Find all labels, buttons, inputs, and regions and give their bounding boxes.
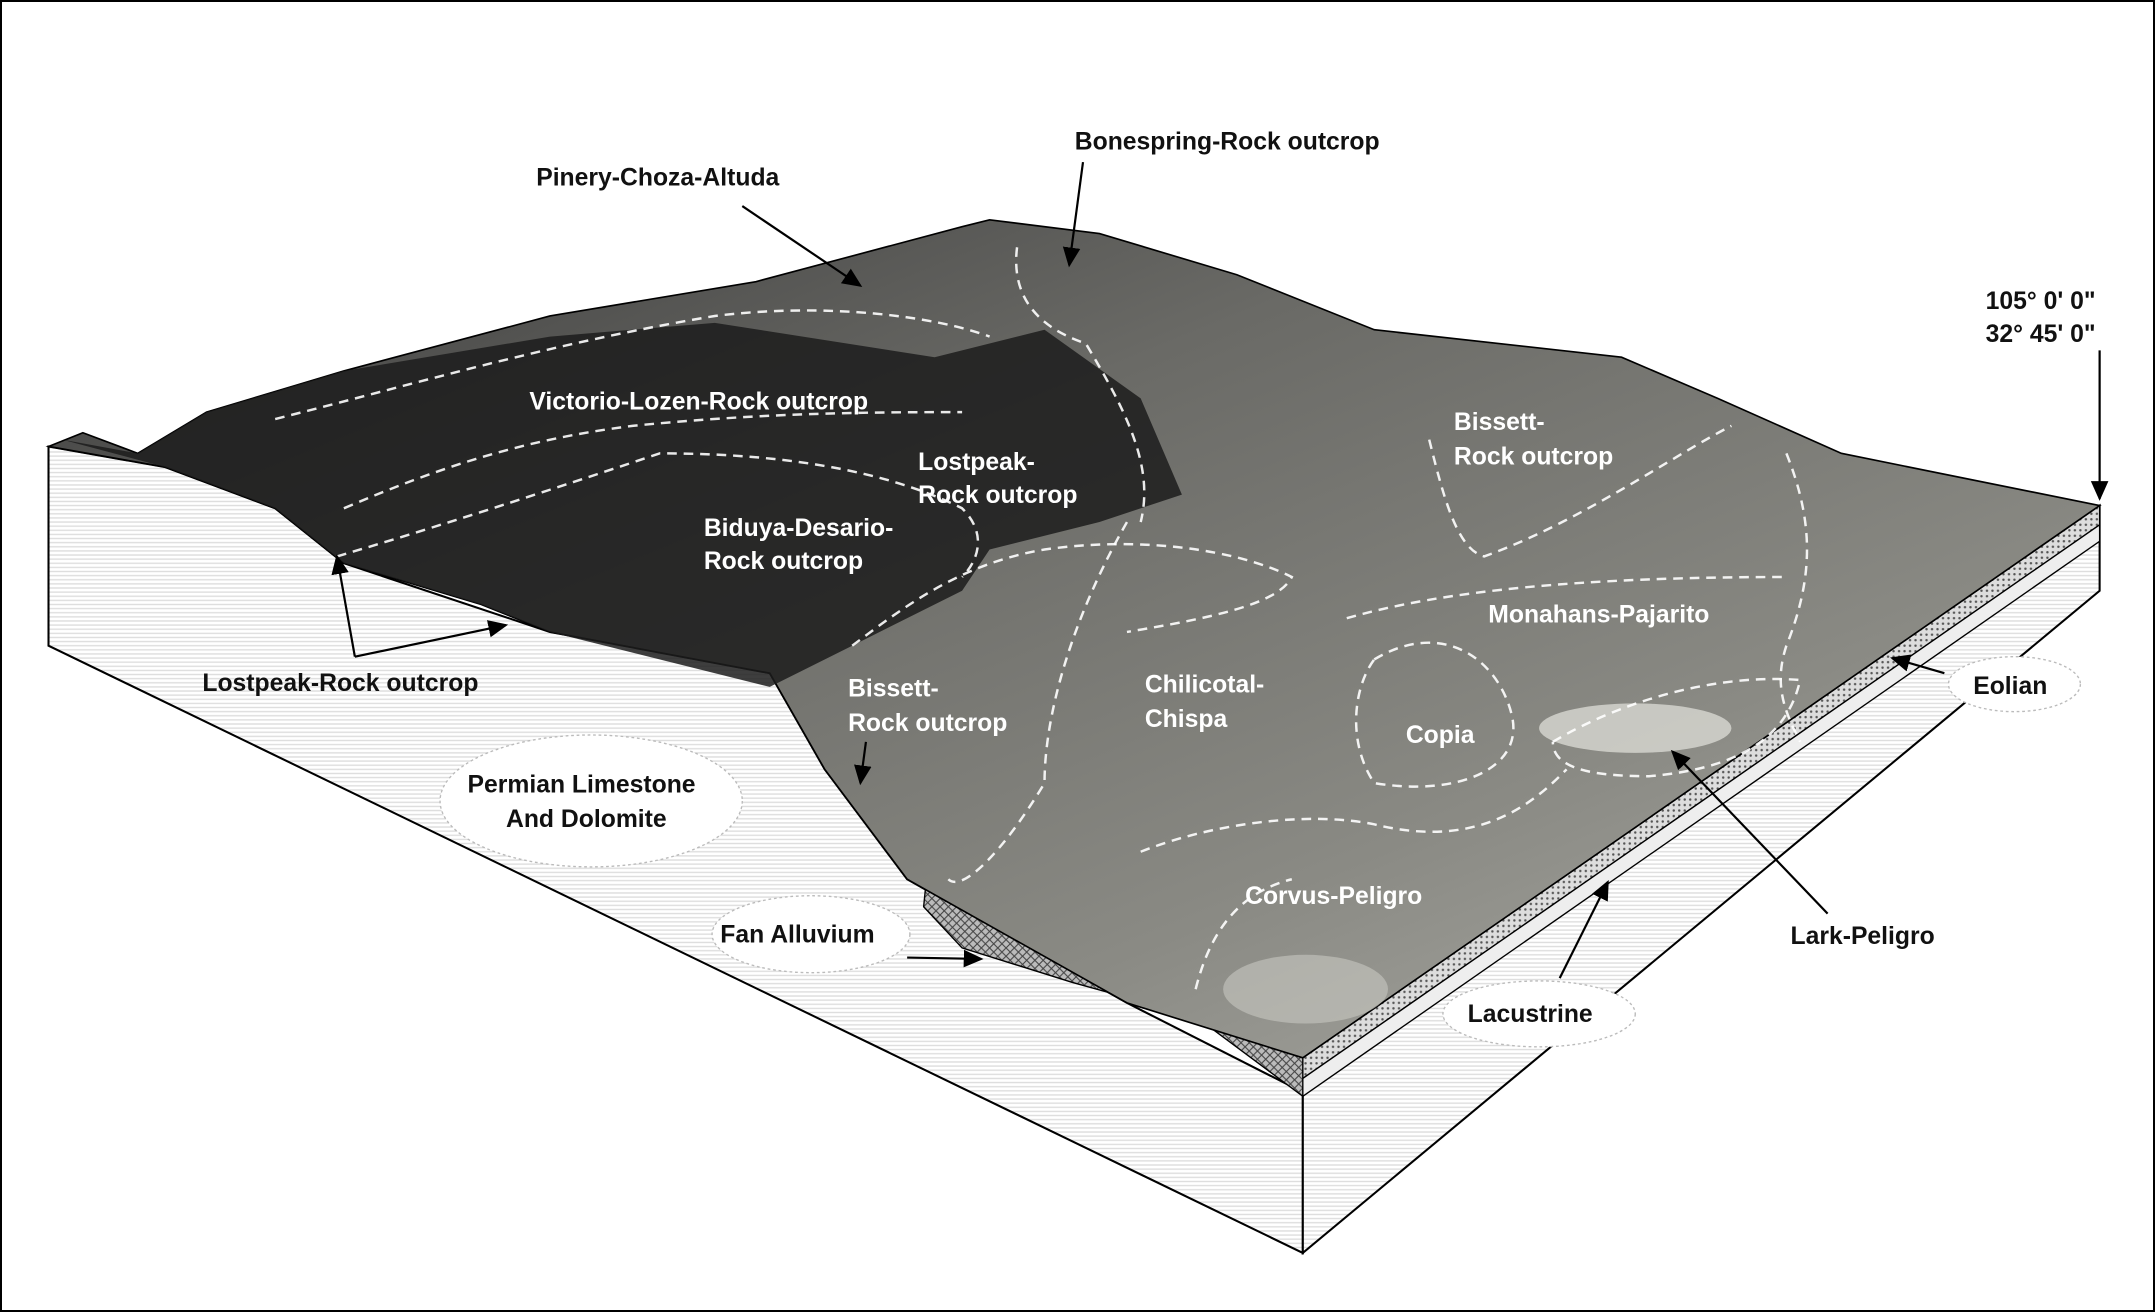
eolian-ellipse — [1947, 656, 2082, 713]
label-bissett-lower-1: Bissett- — [848, 676, 939, 703]
label-lostpeak-lower: Lostpeak-Rock outcrop — [202, 670, 478, 697]
label-lacustrine: Lacustrine — [1468, 1001, 1593, 1028]
label-monahans-pajarito: Monahans-Pajarito — [1488, 601, 1709, 628]
lacustrine-ellipse — [1442, 980, 1636, 1048]
corvus-peligro-playa — [1223, 954, 1388, 1024]
label-victorio-lozen: Victorio-Lozen-Rock outcrop — [529, 388, 868, 415]
label-permian-1: Permian Limestone — [468, 772, 696, 799]
label-bonespring: Bonespring-Rock outcrop — [1075, 129, 1380, 156]
label-chilicotal-2: Chispa — [1145, 706, 1228, 733]
label-fan-alluvium: Fan Alluvium — [720, 921, 874, 948]
label-bissett-upper-2: Rock outcrop — [1454, 443, 1613, 470]
label-lostpeak-1: Lostpeak- — [918, 449, 1035, 476]
label-corvus-peligro: Corvus-Peligro — [1245, 883, 1422, 910]
label-bissett-lower-2: Rock outcrop — [848, 710, 1007, 737]
label-biduya-2: Rock outcrop — [704, 548, 863, 575]
label-pinery-choza-altuda: Pinery-Choza-Altuda — [536, 164, 779, 191]
leader-arrows — [331, 161, 2109, 979]
permian-ellipse — [439, 734, 743, 868]
fan-alluvium-ellipse — [711, 895, 911, 974]
dark-escarpment — [62, 322, 1182, 687]
label-copia: Copia — [1406, 722, 1475, 749]
soil-boundaries — [274, 247, 1809, 990]
label-lark-peligro: Lark-Peligro — [1791, 923, 1935, 950]
label-permian-2: And Dolomite — [506, 806, 667, 833]
latitude-label: 32° 45' 0" — [1986, 321, 2096, 348]
label-bissett-upper-1: Bissett- — [1454, 409, 1545, 436]
label-lostpeak-2: Rock outcrop — [918, 482, 1077, 509]
label-chilicotal-1: Chilicotal- — [1145, 671, 1264, 698]
label-eolian: Eolian — [1973, 673, 2047, 700]
label-biduya-1: Biduya-Desario- — [704, 515, 894, 542]
longitude-label: 105° 0' 0" — [1986, 288, 2096, 315]
lark-peligro-playa — [1539, 703, 1732, 753]
